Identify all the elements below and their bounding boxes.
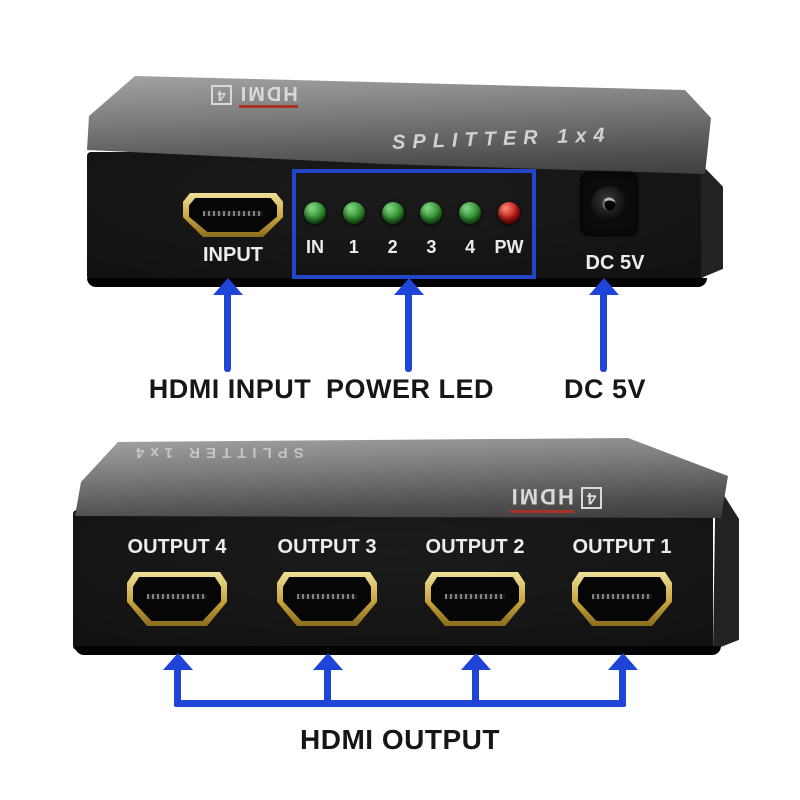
hdmi-port-cavity bbox=[578, 577, 666, 621]
arrow-up-icon-power-led bbox=[405, 295, 412, 372]
led-indicator-power bbox=[497, 202, 520, 224]
hdmi-output-3-port bbox=[277, 572, 377, 626]
dc-jack-pin bbox=[602, 197, 616, 211]
led-label: PW bbox=[494, 237, 524, 257]
arrow-up-icon-output-2 bbox=[472, 670, 479, 703]
led-group-4: 4 bbox=[455, 202, 485, 275]
splitter-edge-text: SPLITTER 1x4 bbox=[391, 124, 612, 154]
hdmi-port-cavity bbox=[283, 577, 371, 621]
led-group-1: 1 bbox=[339, 202, 369, 275]
led-indicator-1 bbox=[342, 202, 365, 224]
led-panel: IN 1 2 3 4 PW bbox=[292, 169, 536, 279]
dc-port-label: DC 5V bbox=[585, 252, 645, 274]
led-indicator-3 bbox=[420, 202, 443, 224]
arrow-up-icon-output-3 bbox=[324, 670, 331, 703]
output-4-label: OUTPUT 4 bbox=[127, 536, 227, 558]
led-group-power: PW bbox=[494, 202, 524, 275]
dc-power-jack bbox=[580, 172, 638, 236]
hdmi-port-pins bbox=[147, 593, 207, 599]
arrow-up-icon-hdmi-input bbox=[224, 295, 231, 372]
output-2-label: OUTPUT 2 bbox=[425, 536, 525, 558]
hdmi-output-1-port bbox=[572, 572, 672, 626]
hdmi-output-2-port bbox=[425, 572, 525, 626]
device-bottom-edge bbox=[75, 646, 721, 655]
led-indicator-4 bbox=[459, 202, 482, 224]
led-label: 2 bbox=[387, 237, 398, 257]
arrow-up-icon-output-4 bbox=[174, 670, 181, 703]
led-group-3: 3 bbox=[416, 202, 446, 275]
input-port-label: INPUT bbox=[203, 244, 263, 266]
led-indicator-in bbox=[304, 202, 326, 224]
hdmi-port-pins bbox=[297, 593, 357, 599]
splitter-front-view: HDMI 4 SPLITTER 1x4 INPUT IN 1 bbox=[85, 72, 725, 290]
splitter-edge-text: SPLITTER 1x4 bbox=[130, 444, 304, 461]
annotation-dc-5v: DC 5V bbox=[563, 374, 647, 404]
arrow-connector-bar bbox=[174, 700, 626, 707]
annotation-hdmi-input: HDMI INPUT bbox=[148, 374, 312, 404]
device-top-surface: SPLITTER 1x4 4 HDMI bbox=[75, 438, 728, 518]
hdmi-port-cavity bbox=[431, 577, 519, 621]
hdmi-logo-badge-icon: 4 bbox=[580, 486, 603, 510]
device-right-side bbox=[701, 164, 723, 278]
led-label: IN bbox=[306, 237, 324, 257]
hdmi-logo-badge-icon: 4 bbox=[211, 84, 232, 106]
led-label: 4 bbox=[465, 237, 476, 257]
hdmi-logo-text: HDMI bbox=[509, 483, 574, 513]
led-label: 1 bbox=[348, 237, 359, 257]
output-3-label: OUTPUT 3 bbox=[277, 536, 377, 558]
arrow-up-icon-output-1 bbox=[619, 670, 626, 703]
arrow-up-icon-dc-5v bbox=[600, 295, 607, 372]
led-label: 3 bbox=[426, 237, 437, 257]
hdmi-logo-text: HDMI bbox=[238, 81, 298, 109]
splitter-rear-view: SPLITTER 1x4 4 HDMI OUTPUT 4 OUTPUT 3 OU… bbox=[73, 436, 741, 660]
hdmi-logo: 4 HDMI bbox=[425, 483, 687, 513]
output-1-label: OUTPUT 1 bbox=[572, 536, 672, 558]
hdmi-port-pins bbox=[592, 593, 652, 599]
hdmi-port-pins bbox=[203, 210, 263, 216]
led-group-2: 2 bbox=[378, 202, 408, 275]
hdmi-port-cavity bbox=[133, 577, 221, 621]
led-indicator-2 bbox=[381, 202, 404, 224]
hdmi-input-port bbox=[183, 193, 283, 237]
annotation-power-led: POWER LED bbox=[325, 374, 494, 404]
hdmi-port-pins bbox=[445, 593, 505, 599]
hdmi-output-4-port bbox=[127, 572, 227, 626]
annotation-hdmi-output: HDMI OUTPUT bbox=[300, 724, 500, 755]
hdmi-logo: HDMI 4 bbox=[142, 81, 367, 109]
led-group-in: IN bbox=[300, 202, 330, 275]
